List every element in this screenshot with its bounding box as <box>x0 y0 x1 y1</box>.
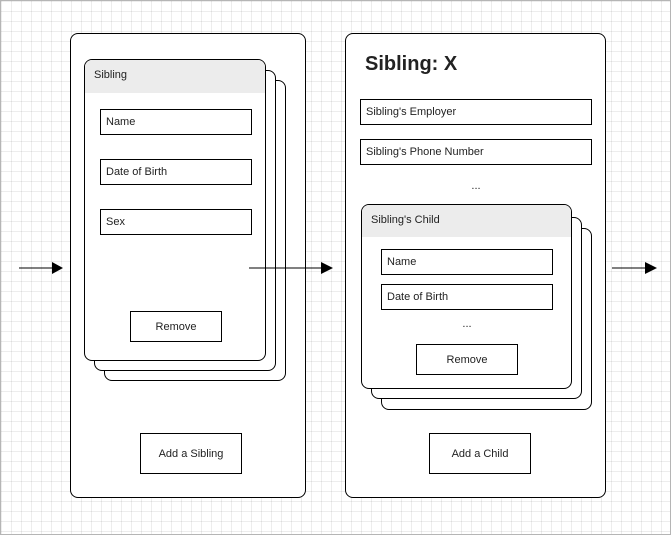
add-child-button[interactable]: Add a Child <box>429 433 531 474</box>
panel-title: Sibling: X <box>365 53 458 75</box>
phone-number-field[interactable]: Sibling's Phone Number <box>360 139 592 165</box>
child-more-fields-ellipsis: ... <box>462 318 472 330</box>
remove-child-button[interactable]: Remove <box>416 344 518 375</box>
date-of-birth-field[interactable]: Date of Birth <box>100 159 252 185</box>
sibling-child-card-header: Sibling's Child <box>362 205 571 237</box>
sibling-list-panel: Sibling Name Date of Birth Sex Remove Ad… <box>70 33 306 498</box>
child-name-field[interactable]: Name <box>381 249 553 275</box>
remove-sibling-button[interactable]: Remove <box>130 311 222 342</box>
sex-field[interactable]: Sex <box>100 209 252 235</box>
incoming-arrow <box>19 262 63 274</box>
sibling-child-card: Sibling's Child Name Date of Birth ... R… <box>361 204 572 389</box>
middle-arrow <box>249 262 333 274</box>
sibling-card-header: Sibling <box>85 60 265 93</box>
sibling-detail-panel: Sibling: X Sibling's Employer Sibling's … <box>345 33 606 498</box>
employer-field[interactable]: Sibling's Employer <box>360 99 592 125</box>
more-fields-ellipsis: ... <box>471 180 481 192</box>
add-sibling-button[interactable]: Add a Sibling <box>140 433 242 474</box>
sibling-card: Sibling Name Date of Birth Sex Remove <box>84 59 266 361</box>
name-field[interactable]: Name <box>100 109 252 135</box>
child-date-of-birth-field[interactable]: Date of Birth <box>381 284 553 310</box>
outgoing-arrow <box>612 262 657 274</box>
